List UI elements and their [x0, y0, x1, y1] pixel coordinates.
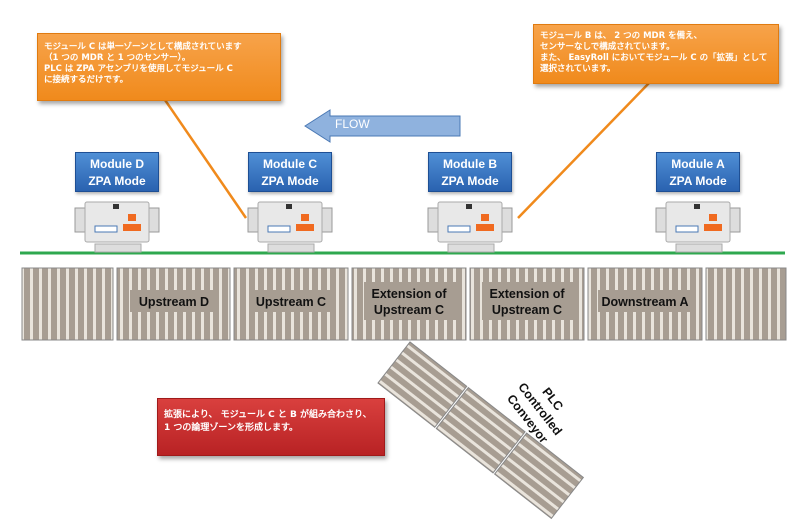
controller-device-icon: [655, 201, 741, 253]
zone-upstream-c: Upstream C: [255, 295, 327, 309]
callout-line-b: [517, 81, 651, 219]
flow-arrow-icon: [304, 109, 461, 143]
controller-device-icon: [427, 201, 513, 253]
zone-extension-2: Extension of Upstream C: [489, 287, 565, 317]
branch-conveyor: [377, 341, 585, 520]
note-module-b: モジュール B は、 2 つの MDR を備え、 センサーなしで構成されています…: [533, 24, 779, 84]
controller-device-icon: [74, 201, 160, 253]
controller-device-icon: [247, 201, 333, 253]
zone-downstream-a: Downstream A: [601, 295, 689, 309]
note-extension: 拡張により、 モジュール C と B が組み合わさり、 1 つの論理ゾーンを形成…: [157, 398, 385, 456]
zone-upstream-d: Upstream D: [138, 295, 210, 309]
flow-label: FLOW: [335, 117, 370, 131]
callout-line-c: [163, 99, 248, 219]
note-module-c: モジュール C は単一ゾーンとして構成されています （1 つの MDR と 1 …: [37, 33, 281, 101]
zone-extension-1: Extension of Upstream C: [371, 287, 447, 317]
